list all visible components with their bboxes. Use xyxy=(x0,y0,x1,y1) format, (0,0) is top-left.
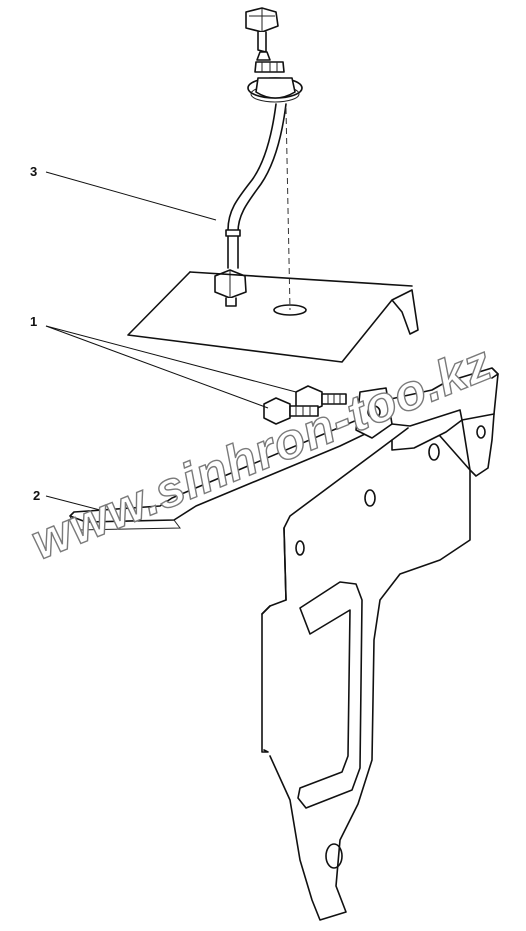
leader-lines xyxy=(45,171,297,511)
bolts xyxy=(263,385,347,425)
cover-plate xyxy=(127,271,419,363)
callout-2: 2 xyxy=(33,488,40,503)
pipe-assembly xyxy=(214,7,303,311)
mounting-bracket xyxy=(69,367,499,921)
watermark-text: www.sinhron-too.kz xyxy=(23,334,499,570)
callout-3: 3 xyxy=(30,164,37,179)
callout-1: 1 xyxy=(30,314,37,329)
